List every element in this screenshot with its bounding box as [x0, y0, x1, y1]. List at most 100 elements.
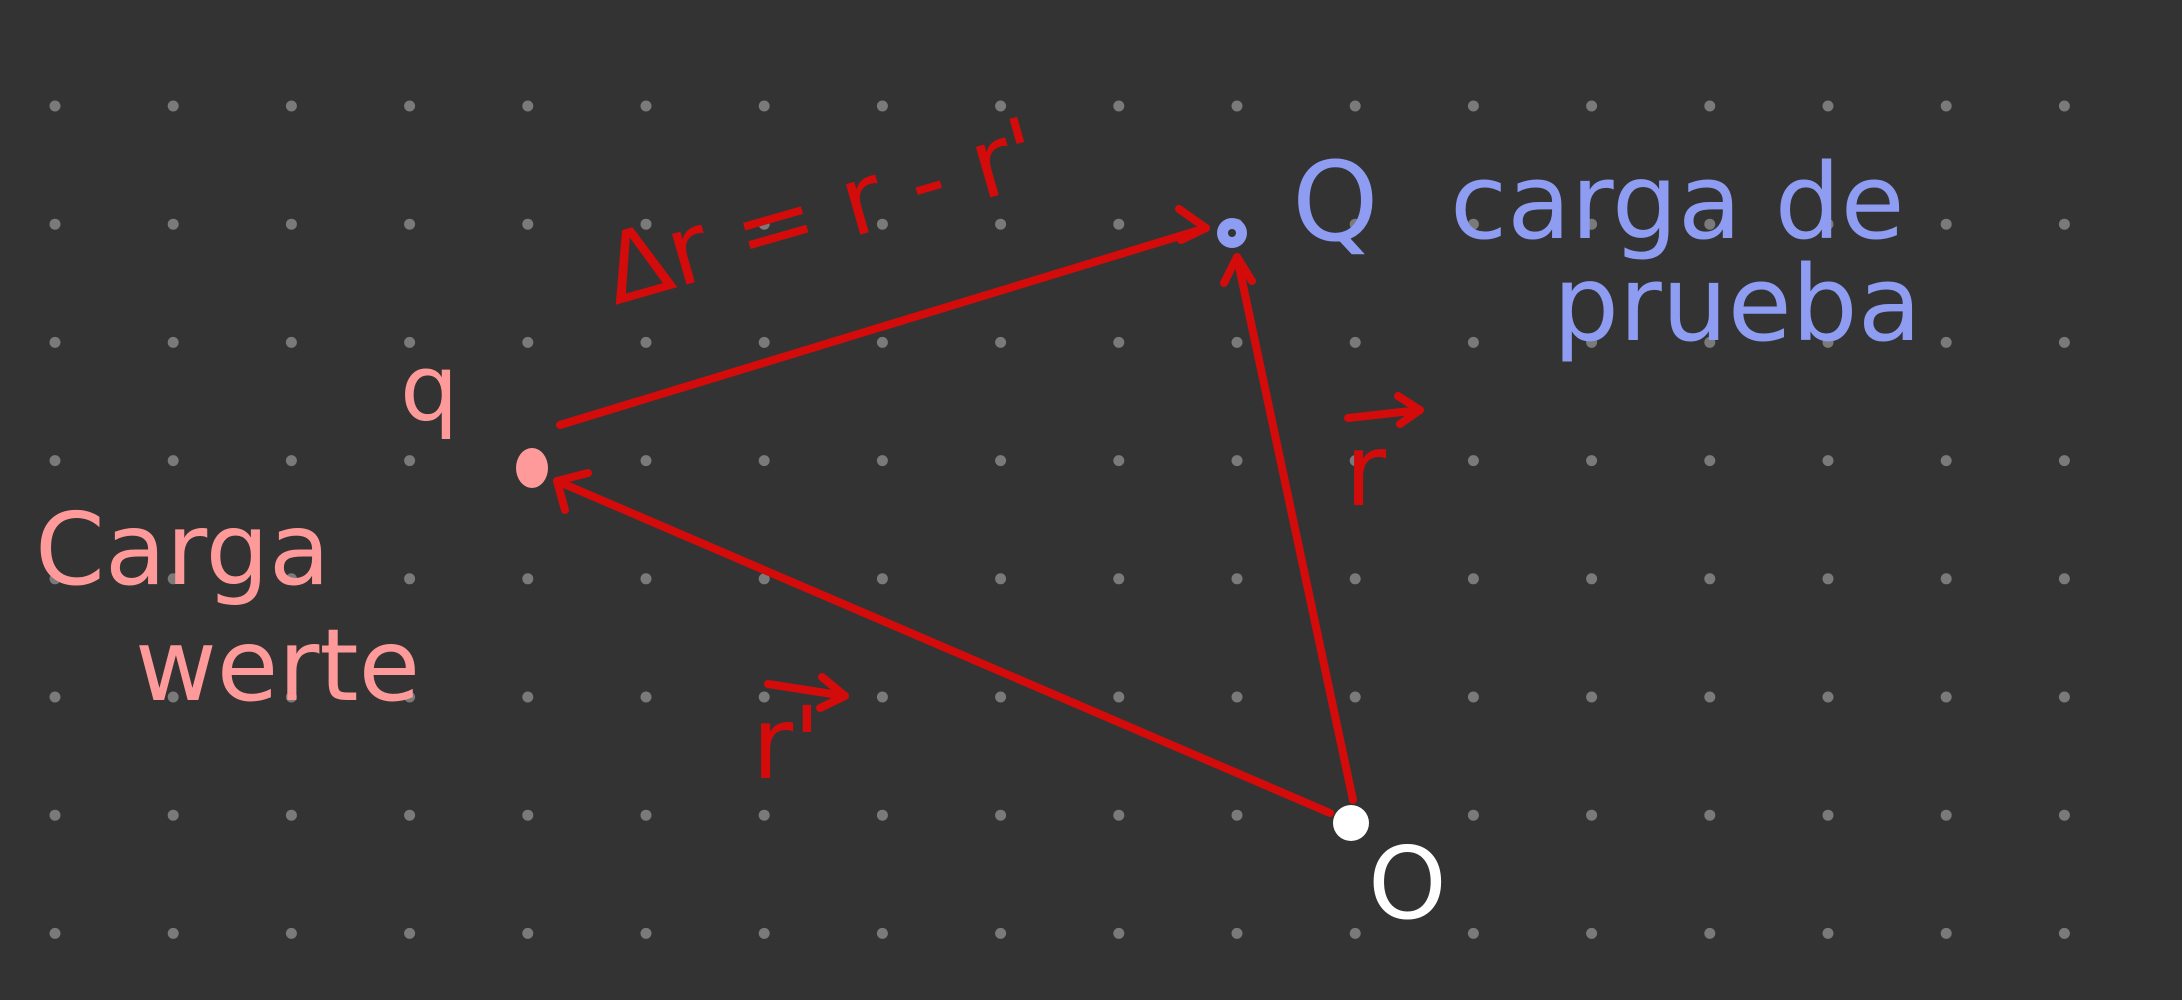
- grid-dot: [2058, 573, 2070, 585]
- grid-dot: [404, 455, 416, 467]
- grid-dot: [285, 336, 297, 348]
- grid-dot: [1231, 336, 1243, 348]
- grid-dot: [1940, 691, 1952, 703]
- grid-dot: [1113, 809, 1125, 821]
- grid-dot: [1586, 809, 1598, 821]
- grid-dot: [995, 809, 1007, 821]
- source-charge-label-line2: werte: [135, 607, 420, 724]
- grid-dot: [1586, 927, 1598, 939]
- vector-r: [1220, 253, 1357, 804]
- grid-dot: [995, 100, 1007, 112]
- grid-dot: [995, 455, 1007, 467]
- grid-dot: [404, 573, 416, 585]
- test-charge-label-line1: carga de: [1450, 141, 1905, 263]
- arrowhead: [1175, 205, 1210, 244]
- grid-dot: [640, 336, 652, 348]
- grid-dot: [758, 573, 770, 585]
- grid-dot: [1231, 927, 1243, 939]
- grid-dot: [2058, 218, 2070, 230]
- grid-dot: [1231, 809, 1243, 821]
- grid-dot: [1704, 573, 1716, 585]
- grid-dot: [758, 218, 770, 230]
- test-charge-center-dot: [1228, 229, 1236, 237]
- grid-dot: [1467, 336, 1479, 348]
- grid-dot: [640, 455, 652, 467]
- grid-dot: [640, 809, 652, 821]
- grid-dot: [1940, 336, 1952, 348]
- grid-dot: [1822, 336, 1834, 348]
- grid-dot: [49, 336, 61, 348]
- r-vector-label: r: [1345, 412, 1387, 529]
- grid-dot: [522, 336, 534, 348]
- grid-dot: [1940, 100, 1952, 112]
- grid-dot: [522, 691, 534, 703]
- grid-dot: [1822, 455, 1834, 467]
- grid-dot: [1231, 691, 1243, 703]
- grid-dot: [49, 218, 61, 230]
- grid-dot: [1113, 336, 1125, 348]
- grid-dot: [640, 573, 652, 585]
- grid-dot: [640, 218, 652, 230]
- grid-dot: [1349, 336, 1361, 348]
- grid-dot: [1940, 809, 1952, 821]
- origin-symbol: O: [1368, 825, 1447, 942]
- test-charge-symbol: Q: [1292, 138, 1379, 266]
- grid-dot: [1704, 455, 1716, 467]
- grid-dot: [758, 691, 770, 703]
- grid-dot: [1467, 927, 1479, 939]
- grid-dot: [167, 927, 179, 939]
- grid-dot: [49, 927, 61, 939]
- grid-dot: [2058, 691, 2070, 703]
- grid-dot: [1467, 100, 1479, 112]
- grid-dot: [640, 691, 652, 703]
- grid-dot: [1704, 100, 1716, 112]
- grid-dot: [876, 218, 888, 230]
- grid-dot: [1349, 573, 1361, 585]
- grid-dot: [522, 100, 534, 112]
- grid-dot: [1586, 455, 1598, 467]
- grid-dot: [758, 336, 770, 348]
- source-charge-point: [516, 448, 548, 488]
- grid-dot: [876, 573, 888, 585]
- grid-dot: [167, 573, 179, 585]
- grid-dot: [404, 927, 416, 939]
- grid-dot: [2058, 100, 2070, 112]
- grid-dot: [1822, 218, 1834, 230]
- grid-dot: [876, 691, 888, 703]
- grid-dot: [1704, 691, 1716, 703]
- grid-dot: [1940, 455, 1952, 467]
- grid-dot: [1822, 573, 1834, 585]
- grid-dot: [167, 100, 179, 112]
- grid-dot: [1704, 218, 1716, 230]
- grid-dot: [1586, 336, 1598, 348]
- grid-dot: [995, 927, 1007, 939]
- grid-dot: [522, 809, 534, 821]
- grid-dot: [1467, 809, 1479, 821]
- grid-dot: [167, 455, 179, 467]
- grid-dot: [404, 809, 416, 821]
- grid-dot: [758, 455, 770, 467]
- grid-dot: [167, 809, 179, 821]
- grid-dot: [285, 100, 297, 112]
- grid-dot: [1467, 218, 1479, 230]
- grid-dot: [404, 100, 416, 112]
- grid-dot: [758, 809, 770, 821]
- grid-dot: [1113, 100, 1125, 112]
- grid-dot: [995, 336, 1007, 348]
- dot-grid: [49, 100, 2070, 939]
- grid-dot: [2058, 927, 2070, 939]
- grid-dot: [1704, 809, 1716, 821]
- grid-dot: [49, 100, 61, 112]
- grid-dot: [285, 455, 297, 467]
- vector-r-prime: [553, 469, 1334, 817]
- grid-dot: [876, 809, 888, 821]
- grid-dot: [404, 218, 416, 230]
- grid-dot: [167, 691, 179, 703]
- grid-dot: [1231, 573, 1243, 585]
- grid-dot: [876, 336, 888, 348]
- grid-dot: [1586, 100, 1598, 112]
- grid-dot: [640, 100, 652, 112]
- r-prime-vector-arrow-glyph: [764, 673, 849, 712]
- grid-dot: [49, 809, 61, 821]
- grid-dot: [1113, 218, 1125, 230]
